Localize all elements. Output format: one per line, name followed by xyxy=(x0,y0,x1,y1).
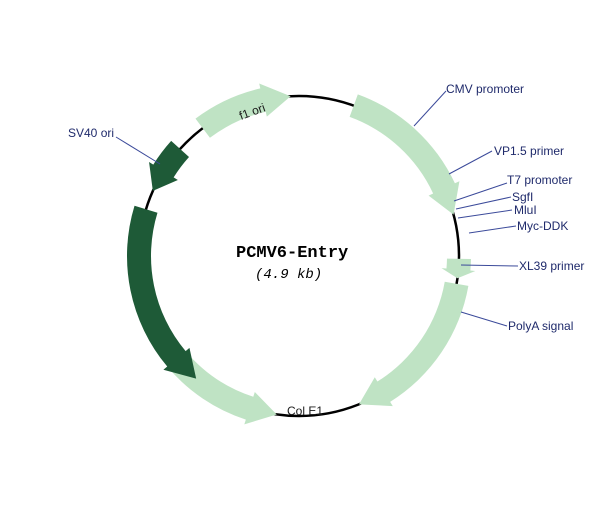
leader-polya xyxy=(460,311,508,327)
plasmid-size: (4.9 kb) xyxy=(255,267,322,283)
polya-signal-arrow xyxy=(358,281,469,407)
myc-ddk-arrow xyxy=(441,258,476,279)
leader-xl39 xyxy=(460,264,519,267)
annotation-cmv-promoter: CMV promoter xyxy=(446,82,524,96)
annotation-t7-promoter: T7 promoter xyxy=(507,173,572,187)
annotation-polya-signal: PolyA signal xyxy=(508,319,573,333)
col-e1-arrow xyxy=(167,351,277,425)
leader-mlui xyxy=(457,209,513,219)
plasmid-name: PCMV6-Entry xyxy=(236,244,348,263)
kan-neo-arrow xyxy=(126,205,197,379)
annotation-myc-ddk: Myc-DDK xyxy=(517,219,568,233)
cmv-promoter-arrow xyxy=(349,94,460,215)
annotation-sv40-ori: SV40 ori xyxy=(68,126,114,140)
leader-vp15 xyxy=(448,150,493,175)
leader-sv40 xyxy=(115,136,161,165)
col-e1-label: Col E1 xyxy=(287,404,323,418)
annotation-xl39-primer: XL39 primer xyxy=(519,259,584,273)
leader-t7 xyxy=(453,182,508,202)
leader-myc xyxy=(468,225,517,234)
annotation-sgfi: SgfI xyxy=(512,190,533,204)
leader-cmv xyxy=(413,90,447,127)
sv40-ori-arrow xyxy=(149,140,190,191)
f1-ori-arrow xyxy=(195,83,291,138)
annotation-mlui: MluI xyxy=(514,203,537,217)
annotation-vp15-primer: VP1.5 primer xyxy=(494,144,564,158)
leader-sgfi xyxy=(455,196,512,210)
features-layer xyxy=(126,83,476,425)
